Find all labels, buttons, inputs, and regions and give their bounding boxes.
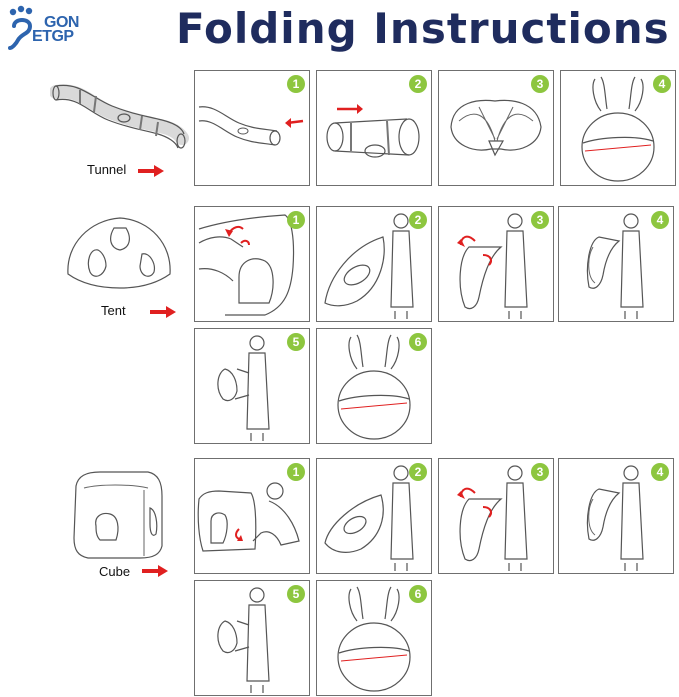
brand-line-1: GON xyxy=(44,14,79,31)
step-number-badge: 1 xyxy=(287,211,305,229)
step-number-badge: 2 xyxy=(409,211,427,229)
cube-step-6: 6 xyxy=(316,580,432,696)
cube-step-illustration xyxy=(337,586,411,692)
tent-step-illustration xyxy=(457,213,528,319)
cube-step-4: 4 xyxy=(558,458,674,574)
tent-step-illustration xyxy=(217,335,270,441)
brand-line-2: ETGP xyxy=(32,28,74,45)
section-label-cube: Cube xyxy=(99,564,131,579)
tunnel-step-1: 1 xyxy=(194,70,310,186)
cube-step-2: 2 xyxy=(316,458,432,574)
step-number-badge: 4 xyxy=(653,75,671,93)
cube-step-5: 5 xyxy=(194,580,310,696)
tent-step-6: 6 xyxy=(316,328,432,444)
tunnel-product-image xyxy=(50,84,189,149)
section-label-tunnel: Tunnel xyxy=(87,162,127,177)
tent-product-image xyxy=(67,217,171,289)
tent-step-illustration xyxy=(198,214,295,316)
step-number-badge: 2 xyxy=(409,75,427,93)
tent-step-4: 4 xyxy=(558,206,674,322)
step-number-badge: 3 xyxy=(531,75,549,93)
tunnel-step-illustration xyxy=(198,106,304,146)
tunnel-step-illustration xyxy=(581,76,655,182)
tent-step-illustration xyxy=(586,213,644,319)
cube-product-image xyxy=(73,471,163,559)
step-number-badge: 1 xyxy=(287,463,305,481)
tent-step-5: 5 xyxy=(194,328,310,444)
step-number-badge: 6 xyxy=(409,585,427,603)
tent-step-2: 2 xyxy=(316,206,432,322)
cube-step-illustration xyxy=(586,465,644,571)
paw-icon xyxy=(8,5,33,50)
tunnel-step-2: 2 xyxy=(316,70,432,186)
section-label-tent: Tent xyxy=(101,303,126,318)
arrow-right-icon xyxy=(138,165,164,177)
step-number-badge: 3 xyxy=(531,211,549,229)
cube-step-illustration xyxy=(457,465,528,571)
page-title: Folding Instructions xyxy=(176,4,670,53)
tent-step-illustration xyxy=(337,334,411,440)
tunnel-step-3: 3 xyxy=(438,70,554,186)
step-number-badge: 5 xyxy=(287,333,305,351)
arrow-right-icon xyxy=(150,306,176,318)
cube-step-3: 3 xyxy=(438,458,554,574)
step-number-badge: 3 xyxy=(531,463,549,481)
brand-logo: GON ETGP xyxy=(4,4,124,52)
step-number-badge: 1 xyxy=(287,75,305,93)
tent-step-3: 3 xyxy=(438,206,554,322)
tunnel-step-illustration xyxy=(326,104,420,158)
cube-step-1: 1 xyxy=(194,458,310,574)
tent-step-illustration xyxy=(324,213,414,319)
tunnel-step-illustration xyxy=(450,99,542,157)
tent-step-1: 1 xyxy=(194,206,310,322)
step-number-badge: 4 xyxy=(651,211,669,229)
arrow-right-icon xyxy=(142,565,168,577)
tunnel-step-4: 4 xyxy=(560,70,676,186)
cube-step-illustration xyxy=(197,482,300,552)
step-number-badge: 4 xyxy=(651,463,669,481)
cube-step-illustration xyxy=(324,465,414,571)
step-number-badge: 2 xyxy=(409,463,427,481)
step-number-badge: 6 xyxy=(409,333,427,351)
step-number-badge: 5 xyxy=(287,585,305,603)
cube-step-illustration xyxy=(217,587,270,693)
